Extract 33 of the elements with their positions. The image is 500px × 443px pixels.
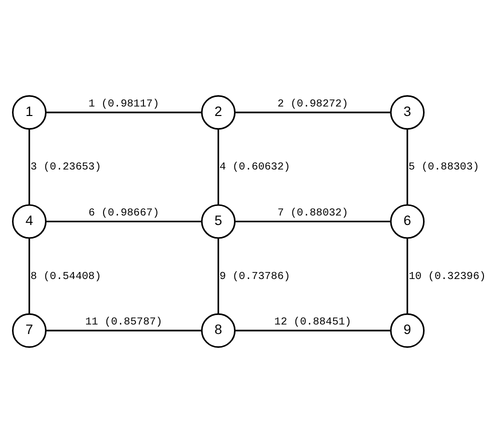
connector xyxy=(406,238,408,314)
edge-label: 12 (0.88451) xyxy=(274,316,352,329)
node-circle: 1 xyxy=(12,95,47,130)
edge-label: 3 (0.23653) xyxy=(30,162,102,174)
connector xyxy=(28,129,30,205)
connector xyxy=(235,220,391,222)
edge-label: 6 (0.98667) xyxy=(88,207,160,220)
node-circle: 7 xyxy=(12,313,47,348)
connector xyxy=(46,112,202,114)
connector xyxy=(235,112,391,114)
edge-label: 8 (0.54408) xyxy=(30,270,102,283)
node-circle: 6 xyxy=(390,204,425,239)
edge-label: 10 (0.32396) xyxy=(408,270,486,283)
connector xyxy=(218,238,220,314)
edge-label: 7 (0.88032) xyxy=(278,207,348,220)
node-circle: 9 xyxy=(390,313,425,348)
connector xyxy=(406,129,408,205)
edge-label: 5 (0.88303) xyxy=(408,162,480,174)
edge-label: 1 (0.98117) xyxy=(88,98,160,110)
connector xyxy=(235,330,391,332)
node-circle: 5 xyxy=(201,204,236,239)
connector xyxy=(46,330,202,332)
edge-label: 2 (0.98272) xyxy=(278,98,348,110)
node-circle: 4 xyxy=(12,204,47,239)
node-circle: 8 xyxy=(201,313,236,348)
edge-label: 9 (0.73786) xyxy=(220,270,290,283)
connector xyxy=(46,220,202,222)
edge-label: 11 (0.85787) xyxy=(85,316,162,329)
connector xyxy=(218,129,220,205)
node-circle: 3 xyxy=(390,95,425,130)
edge-label: 4 (0.60632) xyxy=(220,162,290,174)
connector xyxy=(28,238,30,314)
node-circle: 2 xyxy=(201,95,236,130)
